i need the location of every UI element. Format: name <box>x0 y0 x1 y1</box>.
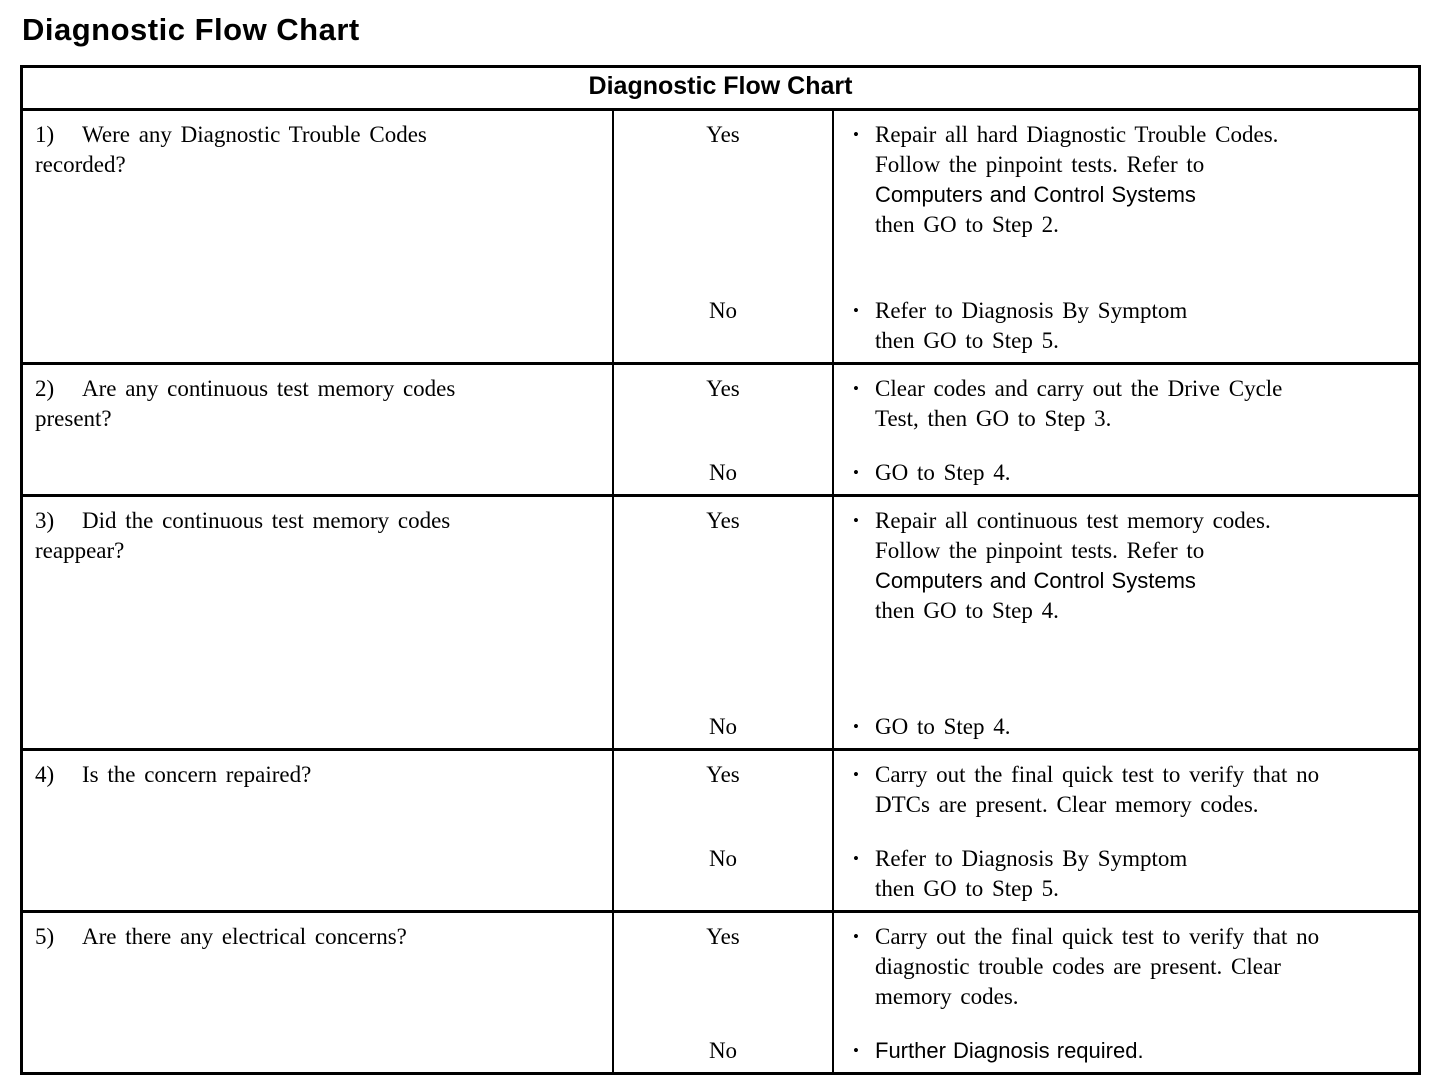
yes-action-cell: • Clear codes and carry out the Drive Cy… <box>832 365 1418 449</box>
question-text: Were any Diagnostic Trouble Codes <box>82 122 427 147</box>
yes-label: Yes <box>612 365 832 449</box>
question-cell: 2) Are any continuous test memory codes … <box>23 365 612 494</box>
no-label: No <box>612 703 832 748</box>
action-line: DTCs are present. Clear memory codes. <box>875 792 1259 817</box>
question-text: Are there any electrical concerns? <box>82 924 407 949</box>
question-text: Is the concern repaired? <box>82 762 312 787</box>
step-number: 1) <box>35 122 55 147</box>
yes-label: Yes <box>612 751 832 835</box>
bullet-icon: • <box>853 125 859 144</box>
bullet-icon: • <box>853 301 859 320</box>
table-row: 2) Are any continuous test memory codes … <box>23 362 1418 494</box>
question-cell: 3) Did the continuous test memory codes … <box>23 497 612 748</box>
step-number: 2) <box>35 376 55 401</box>
question-text: present? <box>35 406 112 431</box>
action-line: Computers and Control Systems <box>875 182 1196 207</box>
action-line: GO to Step 4. <box>875 714 1011 739</box>
yes-action-cell: • Repair all continuous test memory code… <box>832 497 1418 703</box>
no-label: No <box>612 287 832 362</box>
action-line: Follow the pinpoint tests. Refer to <box>875 538 1205 563</box>
yes-label: Yes <box>612 913 832 1027</box>
no-action-cell: • GO to Step 4. <box>832 449 1418 494</box>
no-label: No <box>612 1027 832 1072</box>
diagnostic-flow-chart-table: Diagnostic Flow Chart 1) Were any Diagno… <box>20 65 1421 1075</box>
step-number: 4) <box>35 762 55 787</box>
step-number: 5) <box>35 924 55 949</box>
question-text: Are any continuous test memory codes <box>82 376 456 401</box>
bullet-icon: • <box>853 379 859 398</box>
action-line: Carry out the final quick test to verify… <box>875 762 1320 787</box>
no-action-cell: • GO to Step 4. <box>832 703 1418 748</box>
action-line: then GO to Step 4. <box>875 598 1059 623</box>
table-row: 4) Is the concern repaired? Yes • Carry … <box>23 748 1418 910</box>
bullet-icon: • <box>853 717 859 736</box>
bullet-icon: • <box>853 849 859 868</box>
question-text: reappear? <box>35 538 125 563</box>
bullet-icon: • <box>853 927 859 946</box>
table-header: Diagnostic Flow Chart <box>588 72 853 100</box>
table-row: 1) Were any Diagnostic Trouble Codes rec… <box>23 108 1418 362</box>
action-line: Repair all continuous test memory codes. <box>875 508 1271 533</box>
action-line: diagnostic trouble codes are present. Cl… <box>875 954 1281 979</box>
yes-action-cell: • Carry out the final quick test to veri… <box>832 751 1418 835</box>
action-line: Test, then GO to Step 3. <box>875 406 1112 431</box>
action-line: Follow the pinpoint tests. Refer to <box>875 152 1205 177</box>
action-line: GO to Step 4. <box>875 460 1011 485</box>
action-line: Carry out the final quick test to verify… <box>875 924 1320 949</box>
table-row: 3) Did the continuous test memory codes … <box>23 494 1418 748</box>
question-cell: 4) Is the concern repaired? <box>23 751 612 910</box>
action-line: Repair all hard Diagnostic Trouble Codes… <box>875 122 1279 147</box>
action-line: Further Diagnosis required. <box>875 1038 1144 1063</box>
no-label: No <box>612 835 832 910</box>
yes-action-cell: • Carry out the final quick test to veri… <box>832 913 1418 1027</box>
action-line: then GO to Step 5. <box>875 876 1059 901</box>
bullet-icon: • <box>853 511 859 530</box>
question-cell: 1) Were any Diagnostic Trouble Codes rec… <box>23 111 612 362</box>
page-title: Diagnostic Flow Chart <box>22 12 360 47</box>
question-text: recorded? <box>35 152 126 177</box>
yes-label: Yes <box>612 111 832 287</box>
no-action-cell: • Refer to Diagnosis By Symptom then GO … <box>832 287 1418 362</box>
no-action-cell: • Refer to Diagnosis By Symptom then GO … <box>832 835 1418 910</box>
action-line: Computers and Control Systems <box>875 568 1196 593</box>
step-number: 3) <box>35 508 55 533</box>
yes-label: Yes <box>612 497 832 703</box>
action-line: Refer to Diagnosis By Symptom <box>875 298 1188 323</box>
bullet-icon: • <box>853 1041 859 1060</box>
action-line: then GO to Step 2. <box>875 212 1059 237</box>
no-label: No <box>612 449 832 494</box>
action-line: Clear codes and carry out the Drive Cycl… <box>875 376 1283 401</box>
bullet-icon: • <box>853 765 859 784</box>
bullet-icon: • <box>853 463 859 482</box>
question-text: Did the continuous test memory codes <box>82 508 451 533</box>
yes-action-cell: • Repair all hard Diagnostic Trouble Cod… <box>832 111 1418 287</box>
action-line: memory codes. <box>875 984 1019 1009</box>
action-line: then GO to Step 5. <box>875 328 1059 353</box>
question-cell: 5) Are there any electrical concerns? <box>23 913 612 1072</box>
table-row: 5) Are there any electrical concerns? Ye… <box>23 910 1418 1072</box>
action-line: Refer to Diagnosis By Symptom <box>875 846 1188 871</box>
no-action-cell: • Further Diagnosis required. <box>832 1027 1418 1072</box>
